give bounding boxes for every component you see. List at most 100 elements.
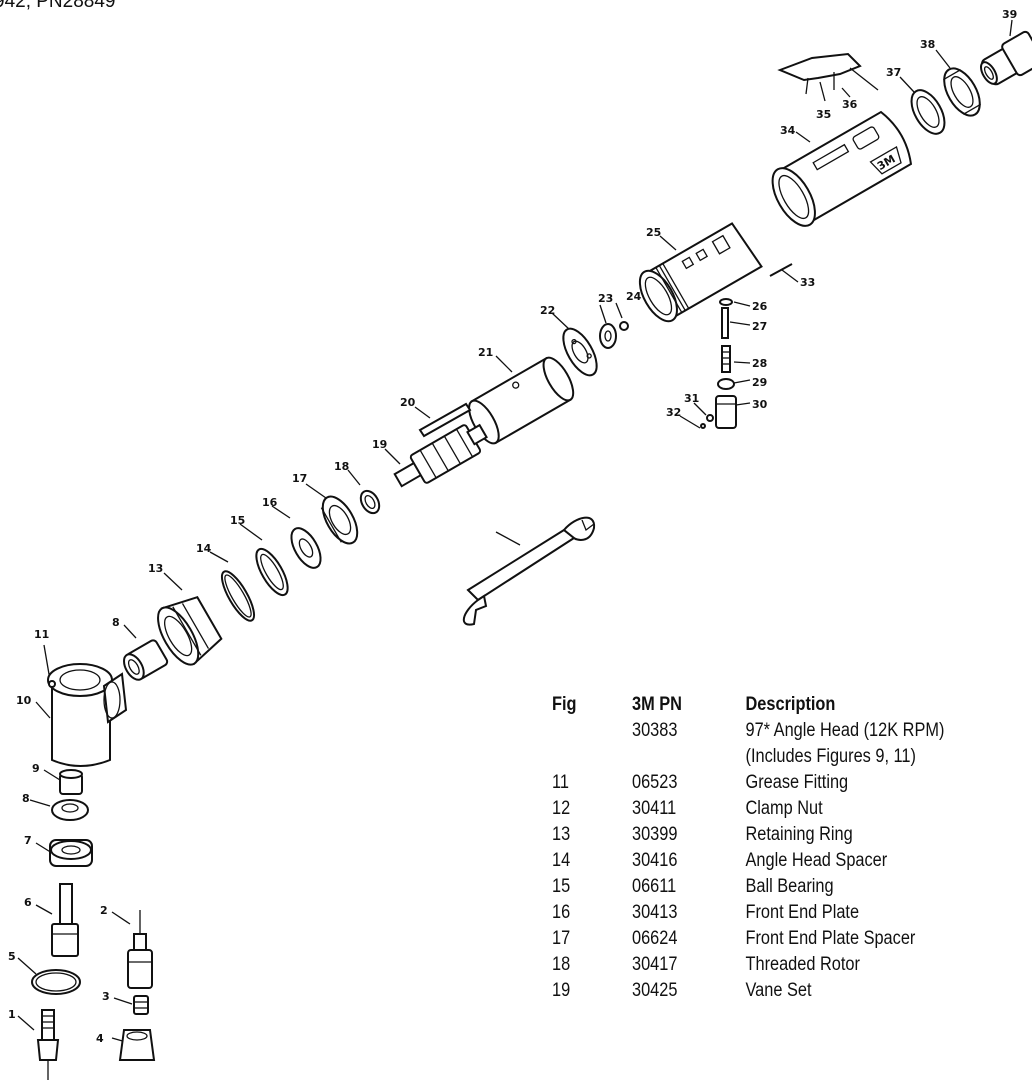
header-fig: Fig <box>552 694 577 715</box>
table-row: 19 30425 Vane Set <box>552 978 1021 1004</box>
cell-fig: 19 <box>552 980 571 1001</box>
callout-9: 9 <box>32 762 40 775</box>
cell-pn: 30399 <box>631 824 678 845</box>
callout-33: 34 <box>780 124 796 137</box>
table-header-row: Fig 3M PN Description <box>552 692 1021 718</box>
cell-desc: Retaining Ring <box>745 824 853 845</box>
part-20-cylinder <box>468 356 575 445</box>
cell-fig: 12 <box>552 798 571 819</box>
callout-17: 18 <box>334 460 349 473</box>
callout-labels: 39 38 37 36 35 34 25 33 26 27 28 29 30 3… <box>8 8 1017 1045</box>
part-38-inlet-fitting <box>980 30 1032 86</box>
callout-3: 3 <box>102 990 110 1003</box>
cell-pn: 30383 <box>631 720 678 741</box>
callout-19: 20 <box>400 396 416 409</box>
cell-pn <box>632 744 746 770</box>
part-37-exhaust-nut <box>943 67 981 117</box>
cell-fig: 16 <box>552 902 571 923</box>
part-1-collet-screw <box>36 1009 60 1080</box>
callout-34: 35 <box>816 108 831 121</box>
table-row: 17 06624 Front End Plate Spacer <box>552 926 1021 952</box>
callout-14: 15 <box>230 514 245 527</box>
callout-31: 32 <box>666 406 681 419</box>
cell-pn: 30411 <box>631 798 677 819</box>
callout-22: 23 <box>598 292 613 305</box>
cell-fig <box>552 744 632 770</box>
header-description: Description <box>745 694 836 715</box>
cell-desc: Front End Plate Spacer <box>745 928 916 949</box>
callout-23: 24 <box>626 290 642 303</box>
cell-desc: Vane Set <box>745 980 812 1001</box>
callout-5: 5 <box>8 950 16 963</box>
part-8-7-bearings <box>49 799 93 867</box>
part-13-17-front-plate-spacers <box>220 489 381 622</box>
cell-desc: Grease Fitting <box>745 772 849 793</box>
cell-fig: 17 <box>552 928 571 949</box>
part-9-bushing <box>59 769 83 795</box>
page-header-text: 942, PN28849 <box>0 0 116 12</box>
cell-desc: Clamp Nut <box>745 798 823 819</box>
part-10-angle-head <box>47 663 128 767</box>
cell-pn: 30416 <box>631 850 678 871</box>
cell-pn: 30425 <box>631 980 678 1001</box>
callout-29: 30 <box>752 398 768 411</box>
callout-6: 6 <box>24 896 32 909</box>
callout-27: 28 <box>752 357 767 370</box>
callout-21: 22 <box>540 304 555 317</box>
cell-desc: Angle Head Spacer <box>745 850 888 871</box>
cell-fig <box>552 718 632 744</box>
callout-18: 19 <box>372 438 387 451</box>
callout-10: 10 <box>16 694 32 707</box>
part-39-wrench <box>463 516 596 626</box>
callout-12: 13 <box>148 562 163 575</box>
callout-20: 21 <box>478 346 493 359</box>
callout-15: 16 <box>262 496 278 509</box>
part-2-4-collet-assembly <box>118 910 156 1061</box>
callout-16: 17 <box>292 472 307 485</box>
callout-32: 33 <box>800 276 815 289</box>
callout-36: 37 <box>886 66 901 79</box>
table-row: 16 30413 Front End Plate <box>552 900 1021 926</box>
table-row: (Includes Figures 9, 11) <box>552 744 1021 770</box>
part-36-ring <box>910 89 946 135</box>
callout-26: 27 <box>752 320 767 333</box>
table-row: 12 30411 Clamp Nut <box>552 796 1021 822</box>
callout-28: 29 <box>752 376 767 389</box>
cell-pn: 06611 <box>631 876 677 897</box>
callout-11: 11 <box>34 628 49 641</box>
callout-7: 7 <box>24 834 32 847</box>
cell-desc: Front End Plate <box>745 902 860 923</box>
callout-37: 38 <box>920 38 935 51</box>
callout-30: 31 <box>684 392 699 405</box>
part-6-spindle <box>51 883 79 957</box>
callout-35: 36 <box>842 98 858 111</box>
header-3m-pn: 3M PN <box>631 694 682 715</box>
cell-desc: 97* Angle Head (12K RPM) <box>745 720 945 741</box>
cell-desc: (Includes Figures 9, 11) <box>745 746 916 767</box>
part-12-clamp-nut <box>157 596 223 666</box>
callout-8-lower: 8 <box>22 792 30 805</box>
cell-desc: Threaded Rotor <box>745 954 860 975</box>
part-19-vane <box>418 402 472 438</box>
cell-pn: 06523 <box>631 772 678 793</box>
table-row: 14 30416 Angle Head Spacer <box>552 848 1021 874</box>
part-32-pin <box>769 263 793 277</box>
cell-desc: Ball Bearing <box>745 876 834 897</box>
part-34-35-throttle-lever <box>777 52 879 95</box>
callout-2: 2 <box>100 904 108 917</box>
callout-24: 25 <box>646 226 661 239</box>
cell-fig: 14 <box>552 850 571 871</box>
callout-8-upper: 8 <box>112 616 120 629</box>
part-25-31-throttle-valve-stack <box>700 298 737 429</box>
part-5-o-ring <box>31 969 81 995</box>
leader-lines <box>17 19 1013 1043</box>
callout-38: 39 <box>1002 8 1017 21</box>
part-18-rotor <box>393 423 488 488</box>
cell-pn: 30413 <box>631 902 678 923</box>
cell-pn: 06624 <box>631 928 678 949</box>
part-33-motor-housing: 3M <box>771 110 913 227</box>
cell-pn: 30417 <box>631 954 678 975</box>
